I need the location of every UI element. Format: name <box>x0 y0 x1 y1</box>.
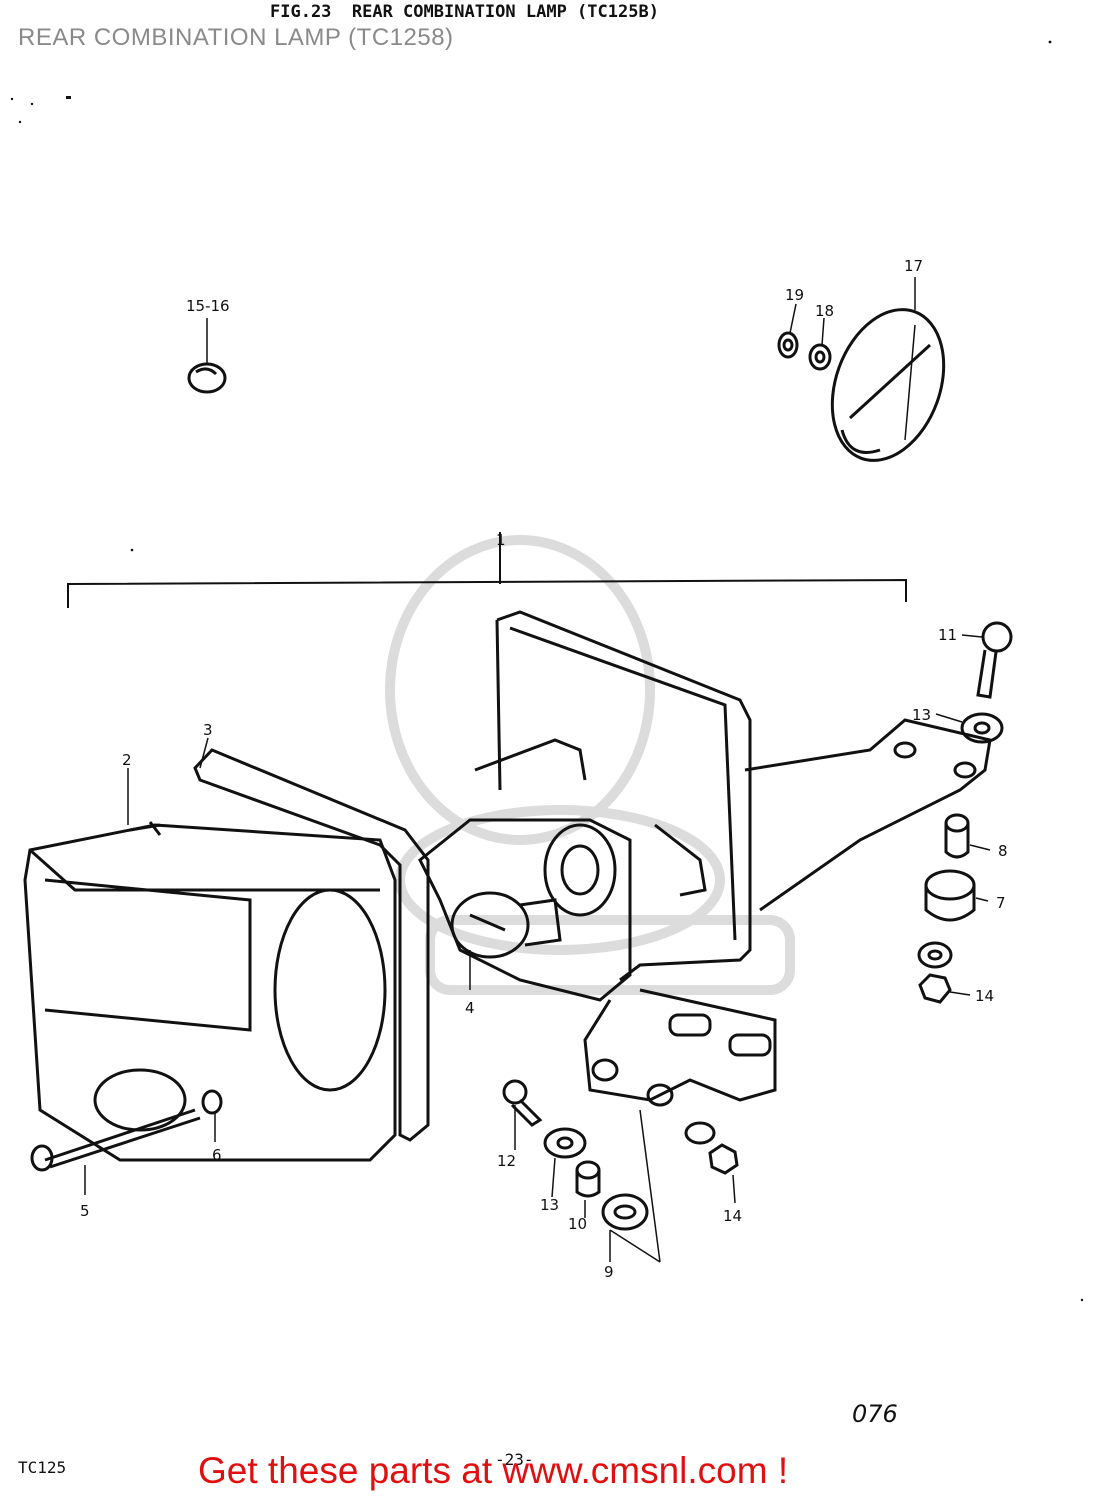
callout-3: 3 <box>203 721 213 739</box>
spacer-part-10 <box>575 1160 601 1198</box>
leader-lines <box>84 277 991 1263</box>
callout-2: 2 <box>122 751 132 769</box>
washer-part-13-upper <box>960 712 1004 744</box>
model-label: TC125 <box>18 1458 67 1477</box>
callout-1: 1 <box>496 531 506 549</box>
figure-title: FIG.23 REAR COMBINATION LAMP (TC125B) <box>270 2 659 22</box>
callout-14-lower: 14 <box>723 1207 742 1225</box>
callout-19: 19 <box>785 286 804 304</box>
callout-14-upper: 14 <box>975 987 994 1005</box>
scan-specks <box>10 40 1084 1302</box>
screw-part-5 <box>30 1108 201 1172</box>
callout-4: 4 <box>465 999 475 1017</box>
nut-part-14-lower <box>684 1121 739 1175</box>
drawing-number: 076 <box>852 1400 898 1428</box>
callout-10: 10 <box>568 1215 587 1233</box>
cmsnl-parts-link[interactable]: Get these parts at www.cmsnl.com ! <box>198 1450 789 1491</box>
grommet-part-9 <box>601 1193 649 1231</box>
washer-part-13-lower <box>543 1127 587 1159</box>
callout-5: 5 <box>80 1202 90 1220</box>
callout-13-upper: 13 <box>912 706 931 724</box>
nut-part-14-upper <box>917 941 953 1004</box>
lamp-housing-outline <box>30 425 390 850</box>
callout-7: 7 <box>996 894 1006 912</box>
washer-part-18 <box>808 343 832 371</box>
page-title: REAR COMBINATION LAMP (TC1258) <box>18 24 454 51</box>
assembly-bracket <box>67 532 907 608</box>
nut-part-6 <box>201 1089 223 1115</box>
lamp-base-bracket <box>418 610 992 1107</box>
callout-11: 11 <box>938 626 957 644</box>
nut-part-19 <box>777 331 799 359</box>
bolt-part-11 <box>976 621 1013 699</box>
callout-18: 18 <box>815 302 834 320</box>
callout-12: 12 <box>497 1152 516 1170</box>
bolt-part-12 <box>502 1079 543 1127</box>
page-number: -23- <box>495 1450 534 1469</box>
callout-9: 9 <box>604 1263 614 1281</box>
bulb-part-4 <box>450 891 562 959</box>
callout-8: 8 <box>998 842 1008 860</box>
callout-6: 6 <box>212 1146 222 1164</box>
reflector-part-17 <box>830 308 946 462</box>
callout-17: 17 <box>904 257 923 275</box>
grommet-part-15-16 <box>187 362 227 394</box>
callout-15-16: 15-16 <box>186 297 230 315</box>
lamp-lens-part-2 <box>23 821 397 1162</box>
gasket-part-3 <box>193 748 430 1142</box>
grommet-part-7 <box>924 869 976 922</box>
callout-13-lower: 13 <box>540 1196 559 1214</box>
spacer-part-8 <box>944 813 970 859</box>
